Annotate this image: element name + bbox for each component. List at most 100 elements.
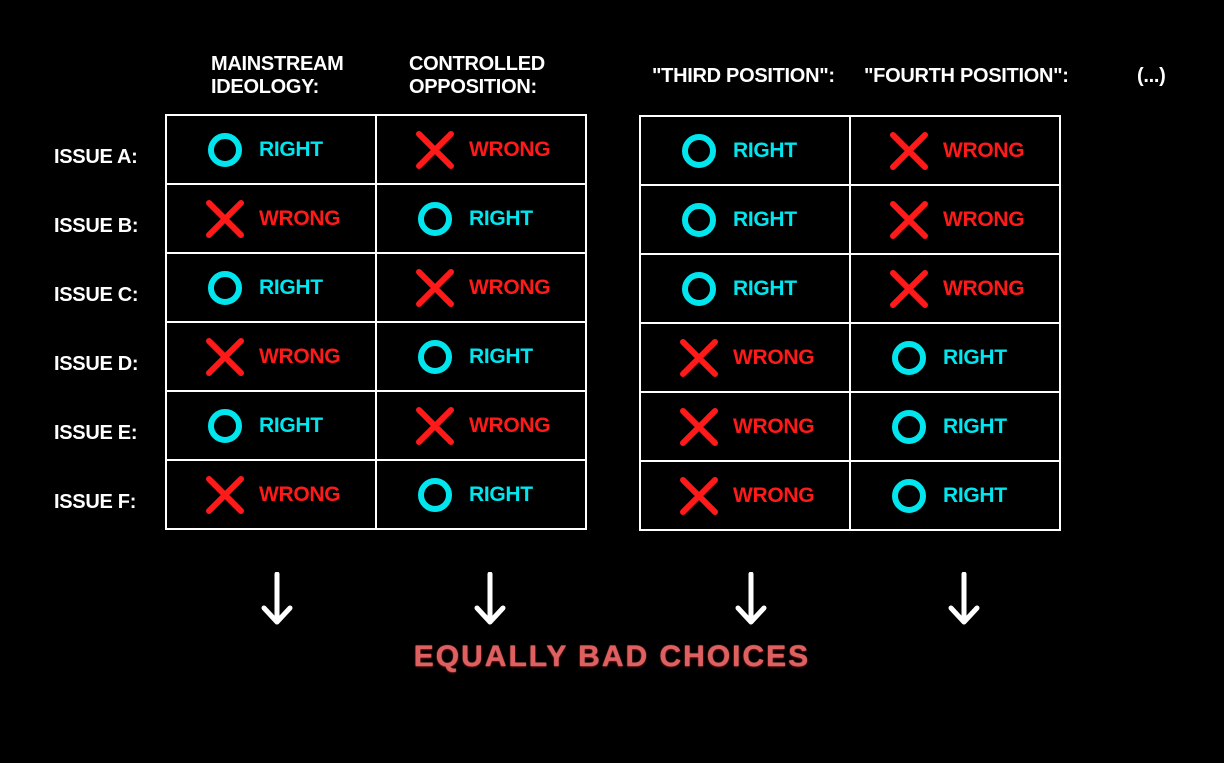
verdict-cell-controlled: WRONG <box>375 252 587 323</box>
verdict-cell-third: RIGHT <box>639 184 851 255</box>
cross-icon <box>889 131 929 171</box>
verdict-cell-controlled: RIGHT <box>375 459 587 530</box>
cross-icon <box>205 475 245 515</box>
verdict-label: WRONG <box>733 483 815 507</box>
table-row: RIGHT WRONG <box>165 114 587 185</box>
verdict-cell-content: RIGHT <box>679 255 797 322</box>
cross-icon <box>415 406 455 446</box>
circle-icon <box>679 269 719 309</box>
verdict-cell-content: RIGHT <box>415 185 533 252</box>
cross-icon <box>415 268 455 308</box>
circle-icon <box>415 199 455 239</box>
cross-icon <box>205 337 245 377</box>
issue-label: ISSUE D: <box>54 353 139 375</box>
verdict-cell-content: RIGHT <box>889 462 1007 529</box>
verdict-label: WRONG <box>469 275 551 299</box>
verdict-cell-fourth: WRONG <box>849 115 1061 186</box>
verdict-cell-content: WRONG <box>889 186 1025 253</box>
verdict-cell-content: RIGHT <box>889 393 1007 460</box>
verdict-cell-fourth: RIGHT <box>849 391 1061 462</box>
down-arrow-icon <box>947 571 981 631</box>
verdict-cell-content: RIGHT <box>679 186 797 253</box>
verdict-cell-third: WRONG <box>639 391 851 462</box>
table-row: WRONG RIGHT <box>639 391 1061 462</box>
verdict-cell-controlled: WRONG <box>375 114 587 185</box>
verdict-cell-content: RIGHT <box>205 392 323 459</box>
verdict-cell-mainstream: WRONG <box>165 321 377 392</box>
circle-icon <box>889 407 929 447</box>
verdict-label: WRONG <box>733 345 815 369</box>
verdict-label: WRONG <box>259 344 341 368</box>
issue-label: ISSUE C: <box>54 284 139 306</box>
verdict-label: RIGHT <box>469 344 533 368</box>
verdict-label: RIGHT <box>943 483 1007 507</box>
verdict-cell-controlled: RIGHT <box>375 183 587 254</box>
verdict-cell-content: WRONG <box>889 255 1025 322</box>
verdict-cell-content: WRONG <box>205 323 341 390</box>
verdict-cell-content: RIGHT <box>889 324 1007 391</box>
verdict-cell-mainstream: WRONG <box>165 183 377 254</box>
verdict-cell-third: RIGHT <box>639 115 851 186</box>
verdict-cell-content: RIGHT <box>415 461 533 528</box>
verdict-cell-mainstream: RIGHT <box>165 390 377 461</box>
verdict-cell-content: WRONG <box>415 116 551 183</box>
verdict-label: RIGHT <box>469 482 533 506</box>
verdict-label: WRONG <box>733 414 815 438</box>
circle-icon <box>889 338 929 378</box>
verdict-cell-content: WRONG <box>415 392 551 459</box>
verdict-label: WRONG <box>259 206 341 230</box>
verdict-label: RIGHT <box>733 138 797 162</box>
table-row: RIGHT WRONG <box>639 115 1061 186</box>
header-controlled-line2: OPPOSITION: <box>409 76 537 98</box>
table-row: RIGHT WRONG <box>165 390 587 461</box>
circle-icon <box>889 476 929 516</box>
verdict-cell-fourth: WRONG <box>849 253 1061 324</box>
verdict-label: RIGHT <box>943 345 1007 369</box>
verdict-cell-mainstream: WRONG <box>165 459 377 530</box>
header-mainstream-line1: MAINSTREAM <box>211 53 344 75</box>
circle-icon <box>205 406 245 446</box>
verdict-label: WRONG <box>943 276 1025 300</box>
cross-icon <box>679 407 719 447</box>
header-more-positions: (...) <box>1137 65 1166 87</box>
cross-icon <box>205 199 245 239</box>
verdict-cell-content: WRONG <box>679 393 815 460</box>
verdict-cell-mainstream: RIGHT <box>165 252 377 323</box>
header-controlled-opposition: CONTROLLED OPPOSITION: <box>409 53 545 99</box>
verdict-cell-mainstream: RIGHT <box>165 114 377 185</box>
circle-icon <box>679 131 719 171</box>
verdict-label: RIGHT <box>259 275 323 299</box>
header-mainstream-line2: IDEOLOGY: <box>211 76 320 98</box>
table-row: RIGHT WRONG <box>639 184 1061 255</box>
verdict-cell-third: WRONG <box>639 460 851 531</box>
verdict-cell-content: WRONG <box>205 461 341 528</box>
table-row: WRONG RIGHT <box>165 459 587 530</box>
table-row: RIGHT WRONG <box>639 253 1061 324</box>
verdict-label: RIGHT <box>259 137 323 161</box>
verdict-cell-content: WRONG <box>679 324 815 391</box>
table-row: WRONG RIGHT <box>165 183 587 254</box>
verdict-cell-controlled: RIGHT <box>375 321 587 392</box>
cross-icon <box>679 338 719 378</box>
circle-icon <box>415 337 455 377</box>
verdict-label: WRONG <box>469 137 551 161</box>
verdict-cell-content: RIGHT <box>205 116 323 183</box>
down-arrow-icon <box>734 571 768 631</box>
cross-icon <box>415 130 455 170</box>
verdict-label: WRONG <box>943 138 1025 162</box>
issue-label: ISSUE F: <box>54 491 137 513</box>
verdict-cell-third: RIGHT <box>639 253 851 324</box>
conclusion-text: EQUALLY BAD CHOICES <box>413 640 811 673</box>
header-fourth-position: "FOURTH POSITION": <box>864 65 1069 87</box>
circle-icon <box>205 268 245 308</box>
down-arrow-icon <box>260 571 294 631</box>
verdict-label: RIGHT <box>733 207 797 231</box>
verdict-label: WRONG <box>259 482 341 506</box>
verdict-cell-content: WRONG <box>889 117 1025 184</box>
verdict-cell-content: RIGHT <box>415 323 533 390</box>
circle-icon <box>415 475 455 515</box>
verdict-cell-content: RIGHT <box>205 254 323 321</box>
table-row: WRONG RIGHT <box>639 322 1061 393</box>
circle-icon <box>205 130 245 170</box>
